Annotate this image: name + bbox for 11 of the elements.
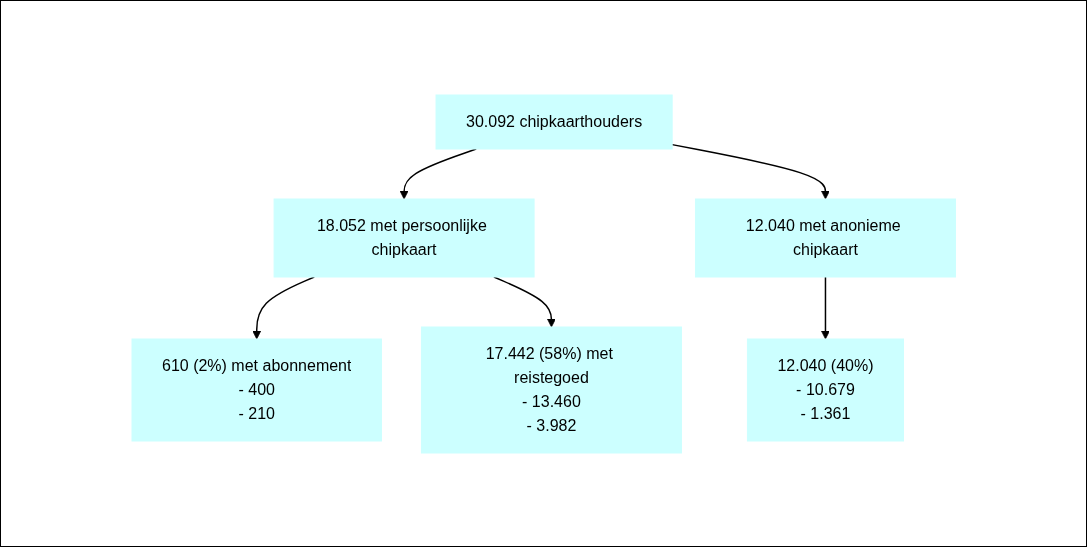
node-box: 610 (2%) met abonnement - 400 - 210 [131, 338, 382, 441]
arrow [492, 275, 556, 327]
node-box: 17.442 (58%) met reistegoed - 13.460 - 3.982 [420, 326, 682, 453]
node-box: 30.092 chipkaarthouders [435, 94, 673, 149]
arrow [671, 143, 830, 199]
node-box: 12.040 (40%) - 10.679 - 1.361 [746, 338, 904, 441]
node-box: 18.052 met persoonlijke chipkaart [273, 198, 535, 277]
arrow [399, 147, 477, 199]
arrow [252, 275, 315, 339]
node-box: 12.040 met anonieme chipkaart [694, 198, 956, 277]
arrow [820, 275, 830, 339]
